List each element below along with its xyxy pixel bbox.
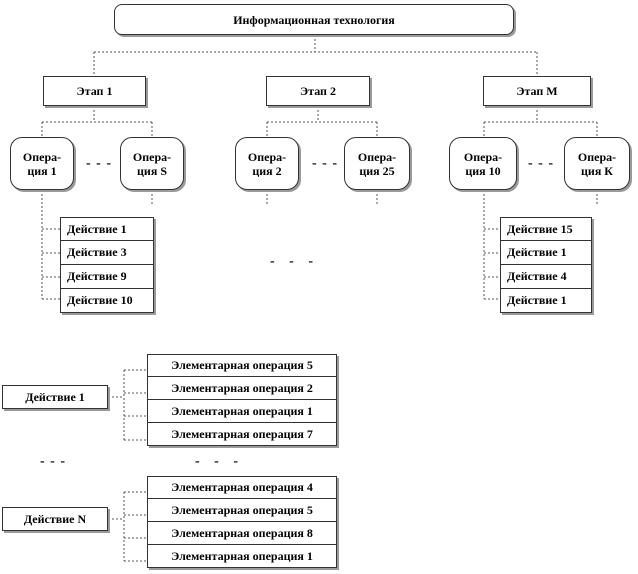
operation-node-s: Опера- ция S: [120, 137, 184, 190]
operation-label-line2: ция К: [580, 163, 614, 178]
elementary-operation-item: Элементарная операция 7: [147, 423, 337, 446]
operation-node-1: Опера- ция 1: [10, 137, 74, 190]
operations-ellipsis: - - -: [86, 156, 112, 171]
operation-label-line2: ция 10: [465, 163, 501, 178]
stage-label: Этап 1: [76, 84, 113, 98]
groups-ellipsis: - - -: [40, 454, 66, 469]
operation-node-k: Опера- ция К: [564, 137, 630, 190]
elementary-operations-list-1: Элементарная операция 5 Элементарная опе…: [147, 354, 337, 446]
elementary-operation-item: Элементарная операция 1: [147, 400, 337, 423]
group-action-label: Действие N: [23, 512, 87, 526]
stage-node-1: Этап 1: [43, 76, 146, 106]
stage-node-2: Этап 2: [266, 76, 370, 106]
action-item: Действие 15: [500, 217, 592, 241]
operations-ellipsis: - - -: [312, 156, 338, 171]
action-item: Действие 1: [60, 217, 154, 241]
middle-ellipsis: - - -: [270, 254, 314, 269]
group-action-node-n: Действие N: [2, 507, 108, 531]
stage-label: Этап М: [516, 84, 558, 98]
operation-node-2: Опера- ция 2: [235, 137, 299, 190]
action-item: Действие 4: [500, 265, 592, 289]
group-action-node-1: Действие 1: [2, 385, 108, 409]
operation-node-10: Опера- ция 10: [449, 137, 517, 190]
stage-label: Этап 2: [300, 84, 336, 98]
operation-node-25: Опера- ция 25: [344, 137, 410, 190]
action-item: Действие 9: [60, 265, 154, 289]
elementary-operation-item: Элементарная операция 4: [147, 476, 337, 499]
root-label: Информационная технология: [233, 12, 395, 27]
action-item: Действие 1: [500, 289, 592, 313]
operation-label-line1: Опера-: [463, 149, 503, 164]
stage-node-m: Этап М: [483, 76, 591, 106]
elementary-operation-item: Элементарная операция 2: [147, 377, 337, 400]
actions-list-right: Действие 15 Действие 1 Действие 4 Действ…: [500, 217, 592, 313]
operation-label-line1: Опера-: [247, 149, 287, 164]
root-node: Информационная технология: [114, 4, 514, 35]
operation-label-line2: ция S: [137, 163, 167, 178]
operations-ellipsis: - - -: [528, 156, 554, 171]
group-action-label: Действие 1: [25, 390, 85, 404]
elementary-operation-item: Элементарная операция 5: [147, 354, 337, 377]
operation-label-line1: Опера-: [357, 149, 397, 164]
action-item: Действие 3: [60, 241, 154, 265]
operation-label-line2: ция 2: [252, 163, 282, 178]
operation-label-line2: ция 25: [359, 163, 395, 178]
operation-label-line2: ция 1: [27, 163, 57, 178]
action-item: Действие 10: [60, 289, 154, 313]
elementary-operation-item: Элементарная операция 1: [147, 545, 337, 568]
operation-label-line1: Опера-: [132, 149, 172, 164]
elementary-operations-list-n: Элементарная операция 4 Элементарная опе…: [147, 476, 337, 568]
operation-label-line1: Опера-: [22, 149, 62, 164]
actions-list-left: Действие 1 Действие 3 Действие 9 Действи…: [60, 217, 154, 313]
operation-label-line1: Опера-: [577, 149, 617, 164]
groups-middle-ellipsis: - - -: [195, 454, 239, 469]
action-item: Действие 1: [500, 241, 592, 265]
elementary-operation-item: Элементарная операция 5: [147, 499, 337, 522]
elementary-operation-item: Элементарная операция 8: [147, 522, 337, 545]
